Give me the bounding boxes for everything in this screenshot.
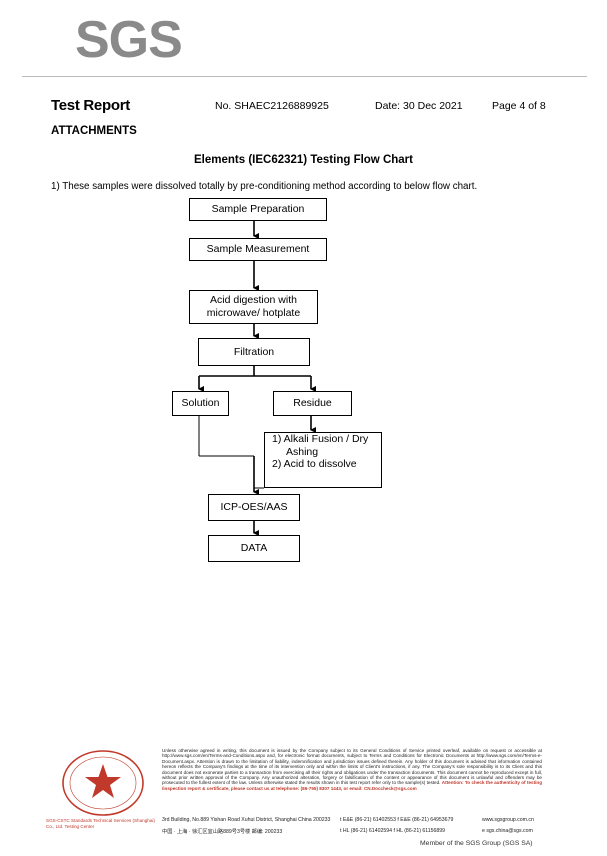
phone-ee: t E&E (86-21) 61402553 f E&E (86-21) 649… bbox=[340, 817, 454, 823]
step-sample-preparation: Sample Preparation bbox=[189, 198, 327, 221]
address-english: 3rd Building, No.889 Yishan Road Xuhui D… bbox=[162, 817, 331, 823]
flowchart-title: Elements (IEC62321) Testing Flow Chart bbox=[194, 154, 413, 166]
step-icp-oes-aas: ICP-OES/AAS bbox=[208, 494, 300, 521]
step-alkali-fusion: 1) Alkali Fusion / Dry Ashing 2) Acid to… bbox=[264, 432, 382, 488]
step-acid-digestion: Acid digestion with microwave/ hotplate bbox=[189, 290, 318, 324]
stamp-caption: SGS-CSTC Standards Technical Services (S… bbox=[46, 818, 155, 829]
legal-disclaimer: Unless otherwise agreed in writing, this… bbox=[162, 748, 542, 791]
website-link[interactable]: www.sgsgroup.com.cn bbox=[482, 817, 534, 823]
step-residue: Residue bbox=[273, 391, 352, 416]
step-data: DATA bbox=[208, 535, 300, 562]
report-number: No. SHAEC2126889925 bbox=[215, 100, 329, 112]
member-line: Member of the SGS Group (SGS SA) bbox=[420, 840, 533, 847]
section-heading: ATTACHMENTS bbox=[51, 125, 137, 137]
address-chinese: 中国 · 上海 · 徐汇区宜山路889号3号楼 邮编: 200233 bbox=[162, 829, 283, 835]
flowchart-intro: 1) These samples were dissolved totally … bbox=[51, 181, 478, 192]
report-date: Date: 30 Dec 2021 bbox=[375, 100, 463, 112]
page-number: Page 4 of 8 bbox=[492, 100, 546, 112]
report-title: Test Report bbox=[51, 97, 130, 114]
phone-hl: t HL (86-21) 61402594 f HL (86-21) 61156… bbox=[340, 828, 446, 834]
header-divider bbox=[22, 76, 587, 77]
step-filtration: Filtration bbox=[198, 338, 310, 366]
sgs-logo: SGS bbox=[75, 11, 183, 69]
testing-center-stamp bbox=[62, 750, 144, 816]
step-solution: Solution bbox=[172, 391, 229, 416]
email-link[interactable]: e sgs.china@sgs.com bbox=[482, 828, 533, 834]
step-sample-measurement: Sample Measurement bbox=[189, 238, 327, 261]
